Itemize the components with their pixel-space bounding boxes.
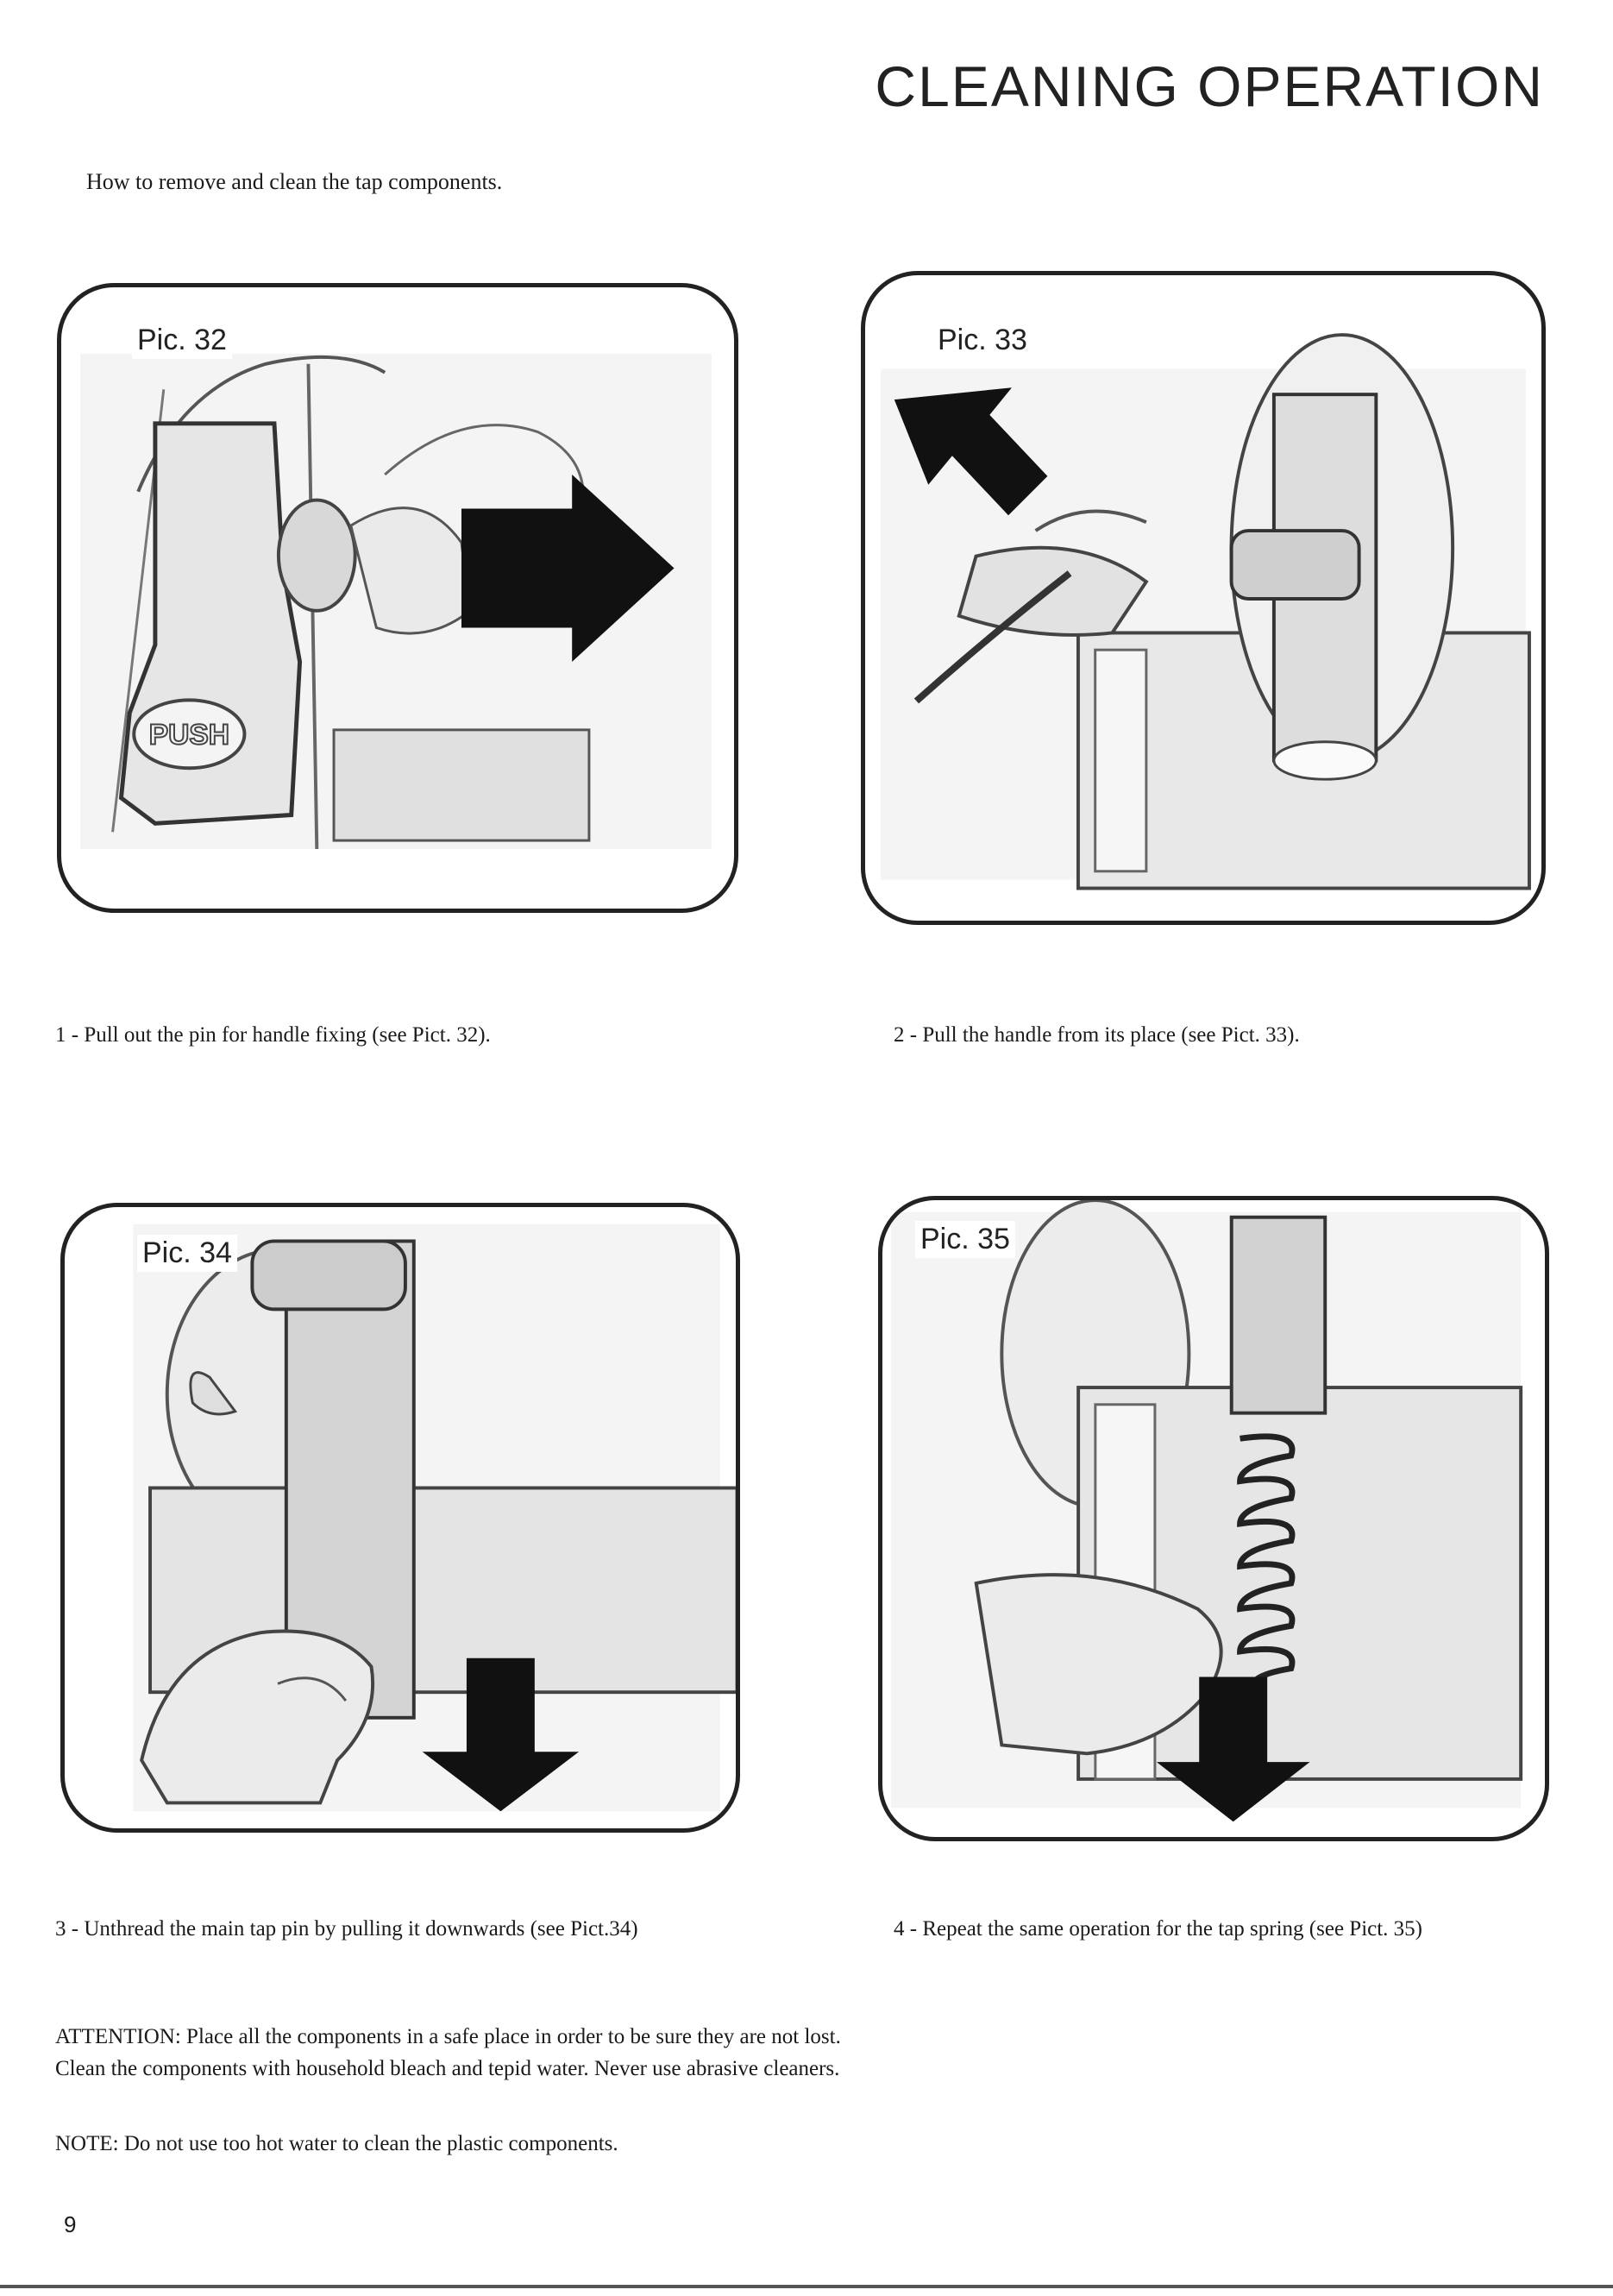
- plastic-note: NOTE: Do not use too hot water to clean …: [55, 2132, 618, 2155]
- step-caption-3: 3 - Unthread the main tap pin by pulling…: [55, 1917, 638, 1941]
- step-caption-1: 1 - Pull out the pin for handle fixing (…: [55, 1023, 491, 1047]
- picture-label: Pic. 32: [132, 322, 232, 359]
- push-button-text: PUSH: [149, 720, 229, 752]
- picture-label: Pic. 35: [915, 1221, 1015, 1258]
- down-arrow-icon: [422, 1658, 580, 1812]
- tap-pin-illustration: PUSH: [80, 353, 712, 849]
- step-caption-2: 2 - Pull the handle from its place (see …: [894, 1023, 1300, 1047]
- picture-label: Pic. 34: [137, 1235, 237, 1272]
- attention-line-1: ATTENTION: Place all the components in a…: [55, 2025, 841, 2048]
- up-left-arrow-icon: [894, 387, 1048, 516]
- attention-note: ATTENTION: Place all the components in a…: [55, 2021, 841, 2085]
- tap-spring-illustration: [891, 1200, 1523, 1822]
- page-title: CLEANING OPERATION: [875, 54, 1544, 118]
- step-caption-4: 4 - Repeat the same operation for the ta…: [894, 1917, 1423, 1941]
- picture-label: Pic. 33: [932, 322, 1032, 359]
- picture-panel-34: Pic. 34: [60, 1203, 740, 1833]
- picture-panel-33: Pic. 33: [861, 271, 1546, 925]
- attention-line-2: Clean the components with household blea…: [55, 2057, 840, 2080]
- bottom-rule: [0, 2285, 1613, 2288]
- down-arrow-icon: [1156, 1676, 1310, 1822]
- handle-removal-illustration: [881, 333, 1531, 890]
- page-number: 9: [64, 2211, 77, 2237]
- intro-text: How to remove and clean the tap componen…: [86, 169, 503, 194]
- picture-panel-35: Pic. 35: [878, 1196, 1549, 1841]
- spring-icon: [1237, 1433, 1296, 1696]
- right-arrow-icon: [461, 474, 675, 662]
- main-tap-pin-illustration: [133, 1223, 736, 1812]
- picture-panel-32: PUSH Pic. 32: [57, 283, 738, 913]
